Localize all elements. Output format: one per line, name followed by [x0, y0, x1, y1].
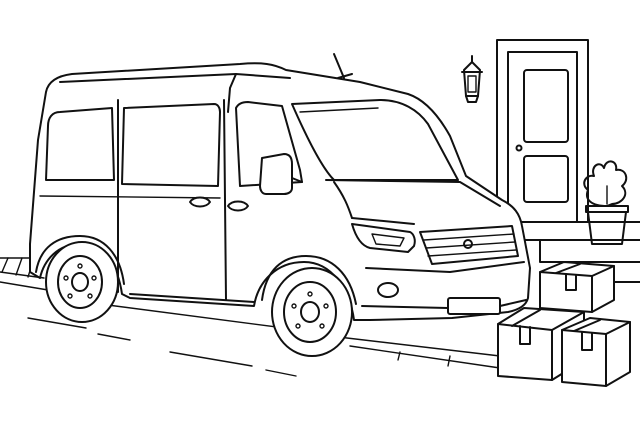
van-front-door-window: [235, 101, 303, 187]
van-headlight: [351, 223, 416, 253]
potted-plant: [583, 160, 629, 245]
door-knob: [515, 144, 523, 152]
van-license-plate: [447, 297, 501, 315]
road-markings: [27, 317, 297, 377]
van-rear-window: [45, 107, 115, 181]
van-sliding-door-handle: [189, 196, 211, 208]
van-side-window: [121, 103, 221, 187]
van-fog-light: [377, 282, 399, 298]
van-logo-badge: [463, 239, 473, 249]
door-upper-panel: [523, 69, 569, 143]
parcel-box-right: [561, 317, 631, 387]
van-front-door-handle: [227, 200, 249, 212]
wall-lamp: [461, 55, 483, 103]
van-antenna: [333, 53, 345, 79]
house-door: [496, 39, 589, 223]
door-lower-panel: [523, 155, 569, 203]
van-windshield: [291, 99, 459, 181]
van-running-board: [129, 293, 255, 303]
van-side-mirror: [259, 153, 293, 195]
van-bumper: [365, 261, 525, 273]
van-front-door-seam: [223, 99, 227, 301]
van-hood-line: [333, 181, 353, 219]
sidewalk: [0, 257, 501, 369]
van-front-wheel: [271, 267, 353, 357]
delivery-van: [29, 53, 531, 321]
van-rear-wheel: [45, 241, 119, 323]
parcel-box-top: [539, 261, 615, 313]
